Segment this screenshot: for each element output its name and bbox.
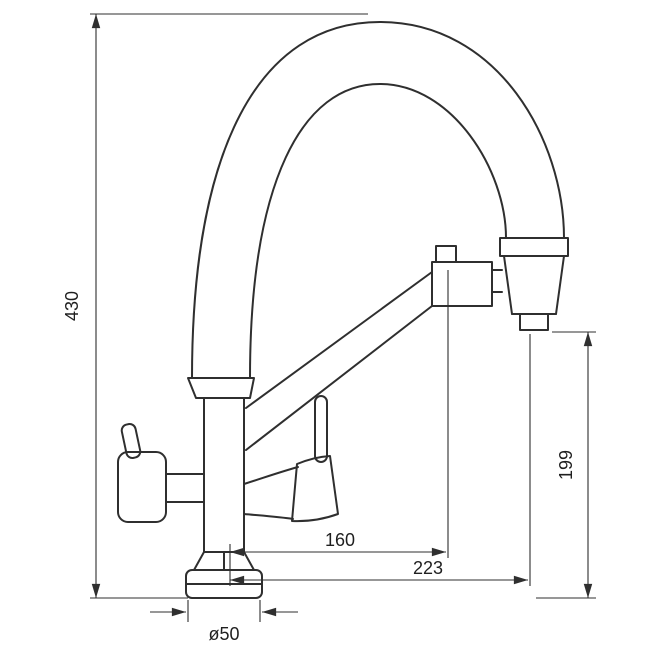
dim-overall-height bbox=[90, 13, 368, 599]
dim-spout-reach-label: 160 bbox=[325, 530, 355, 550]
faucet-base bbox=[185, 551, 263, 599]
dim-spray-height bbox=[536, 331, 596, 599]
release-clip bbox=[435, 245, 457, 263]
dim-base-diameter-label: ø50 bbox=[208, 624, 239, 644]
dim-spray-reach bbox=[230, 334, 531, 586]
spray-head-cuff bbox=[499, 237, 569, 257]
dimension-lines bbox=[90, 13, 596, 622]
dimension-labels: 430 199 160 223 ø50 bbox=[62, 291, 576, 644]
dim-overall-height-label: 430 bbox=[62, 291, 82, 321]
dim-spray-height-label: 199 bbox=[556, 450, 576, 480]
mixer-lever-rod bbox=[314, 395, 328, 463]
dim-base-diameter bbox=[150, 600, 298, 622]
hose-inner-curve bbox=[249, 83, 507, 379]
hose-outer-curve bbox=[191, 21, 565, 379]
spout-arm bbox=[245, 245, 503, 451]
faucet-body bbox=[203, 397, 245, 553]
dim-spray-reach-label: 223 bbox=[413, 558, 443, 578]
spray-nozzle bbox=[519, 313, 549, 331]
mixer-lever-base bbox=[291, 455, 339, 523]
mixer-lever bbox=[243, 395, 339, 523]
filter-handle-lever bbox=[120, 423, 142, 459]
spray-head bbox=[499, 237, 569, 331]
filter-handle bbox=[117, 423, 205, 523]
faucet-outline bbox=[117, 21, 569, 599]
filter-handle-knob bbox=[117, 451, 167, 523]
gooseneck-hose bbox=[187, 21, 565, 399]
hose-left-cuff bbox=[187, 377, 255, 399]
spray-holder bbox=[431, 261, 493, 307]
